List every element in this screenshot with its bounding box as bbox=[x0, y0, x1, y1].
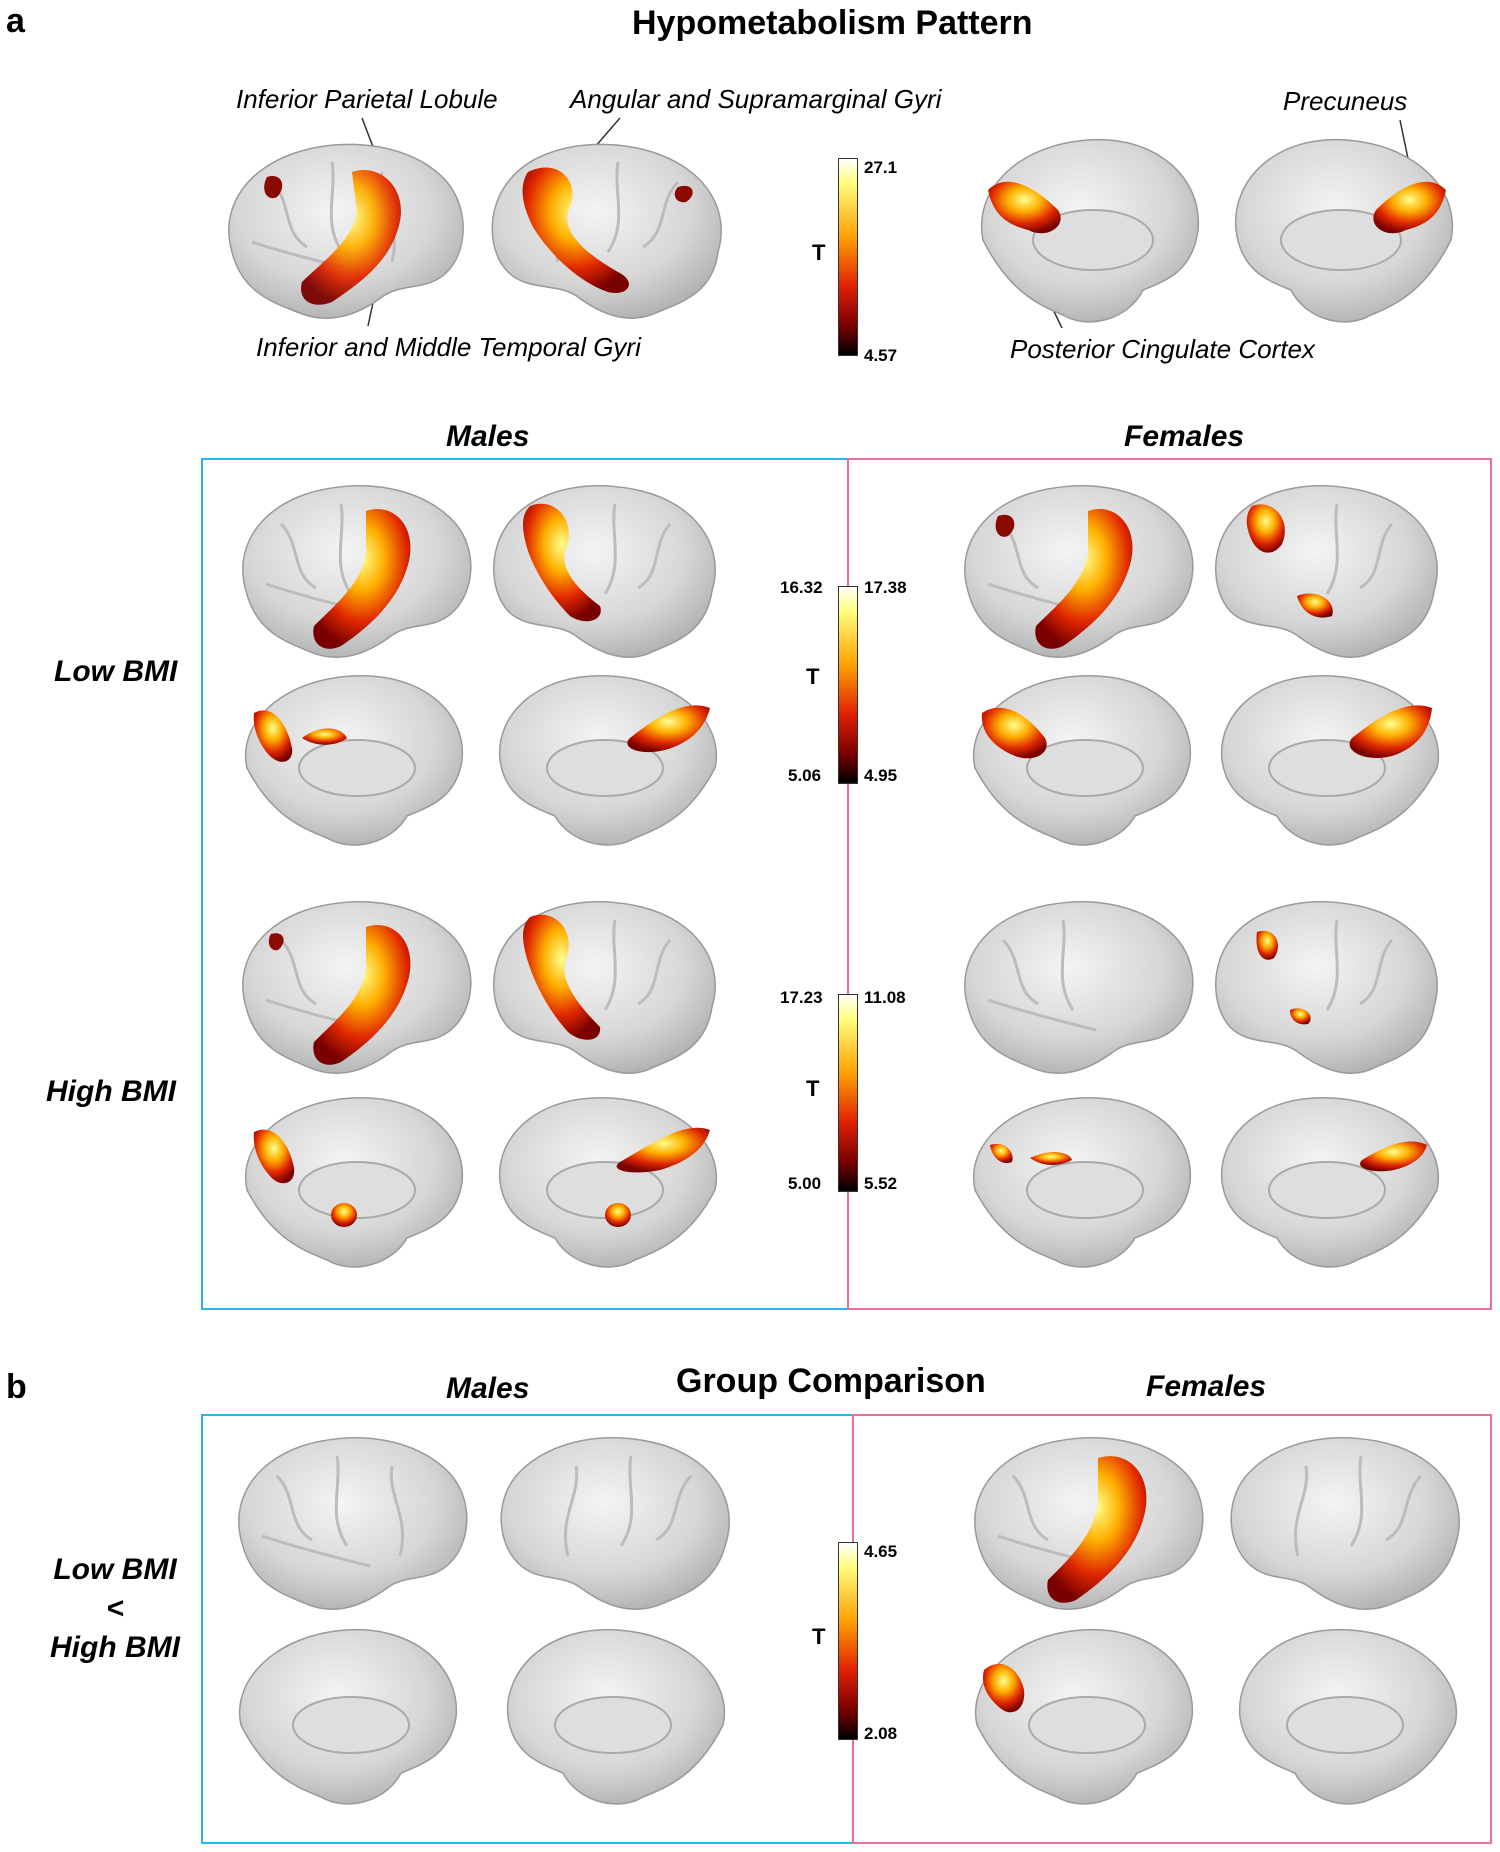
brain-males-low-medial-right bbox=[498, 675, 718, 846]
label-posterior-cingulate-cortex: Posterior Cingulate Cortex bbox=[1010, 334, 1315, 364]
label-inferior-middle-temporal-gyri: Inferior and Middle Temporal Gyri bbox=[256, 332, 641, 362]
colorbar-low-bmi bbox=[838, 586, 858, 784]
colorbar-low-right-max: 17.38 bbox=[864, 578, 907, 597]
label-precuneus: Precuneus bbox=[1283, 86, 1408, 116]
brain-females-low-medial-right bbox=[1220, 675, 1440, 846]
brain-b-females-lateral-right bbox=[1230, 1437, 1460, 1610]
colorbar-high-left-max: 17.23 bbox=[780, 988, 823, 1007]
brain-males-low-lateral-left bbox=[242, 485, 472, 658]
brain-females-high-medial-left bbox=[972, 1097, 1192, 1268]
panel-a-females-box bbox=[847, 458, 1492, 1310]
colorbar-b-label: T bbox=[812, 1624, 826, 1649]
panel-b-row-label: Low BMI < High BMI bbox=[40, 1550, 190, 1667]
brain-females-high-lateral-left bbox=[964, 901, 1194, 1074]
panel-b-title: Group Comparison bbox=[676, 1362, 986, 1400]
colorbar-low-left-min: 5.06 bbox=[788, 766, 822, 785]
brain-males-high-lateral-left bbox=[242, 901, 472, 1074]
colorbar-b-min: 2.08 bbox=[864, 1724, 898, 1743]
brain-b-females-lateral-left bbox=[974, 1437, 1204, 1610]
row-label-line1: Low BMI bbox=[53, 1553, 177, 1586]
label-inferior-parietal-lobule: Inferior Parietal Lobule bbox=[236, 84, 498, 114]
brain-males-low-medial-left bbox=[244, 675, 464, 846]
brain-b-females-medial-left bbox=[974, 1628, 1194, 1805]
brain-males-high-lateral-right bbox=[493, 901, 716, 1074]
colorbar-high-label: T bbox=[806, 1076, 820, 1101]
colorbar-high-left-min: 5.00 bbox=[788, 1174, 822, 1193]
colorbar-top bbox=[838, 158, 858, 356]
colorbar-low-label: T bbox=[806, 664, 820, 689]
colorbar-high-bmi bbox=[838, 994, 858, 1192]
brain-medial-right-top bbox=[1234, 138, 1454, 323]
panel-a-row-low-bmi: Low BMI bbox=[54, 655, 178, 688]
colorbar-panel-b bbox=[838, 1542, 858, 1740]
row-label-line2: < bbox=[106, 1592, 124, 1625]
panel-a-title: Hypometabolism Pattern bbox=[632, 4, 1033, 42]
panel-b-males-label: Males bbox=[446, 1372, 530, 1405]
panel-b-letter: b bbox=[6, 1368, 27, 1406]
brain-females-high-medial-right bbox=[1220, 1097, 1440, 1268]
brain-b-males-lateral-right bbox=[500, 1437, 730, 1610]
brain-lateral-right-top bbox=[491, 143, 722, 319]
colorbar-b-max: 4.65 bbox=[864, 1542, 898, 1561]
colorbar-low-left-max: 16.32 bbox=[780, 578, 823, 597]
panel-b-females-label: Females bbox=[1146, 1370, 1267, 1403]
panel-a-males-label: Males bbox=[446, 420, 530, 453]
brain-b-males-medial-right bbox=[506, 1628, 726, 1805]
colorbar-low-right-min: 4.95 bbox=[864, 766, 898, 785]
brain-females-low-lateral-right bbox=[1215, 485, 1438, 658]
brain-males-low-lateral-right bbox=[493, 485, 716, 658]
brain-medial-left-top bbox=[980, 138, 1200, 323]
colorbar-high-right-max: 11.08 bbox=[864, 988, 906, 1007]
brain-females-high-lateral-right bbox=[1215, 901, 1438, 1074]
colorbar-top-min: 4.57 bbox=[864, 346, 898, 365]
colorbar-high-right-min: 5.52 bbox=[864, 1174, 898, 1193]
brain-males-high-medial-left bbox=[244, 1097, 464, 1268]
panel-a-females-label: Females bbox=[1124, 420, 1245, 453]
brain-b-males-lateral-left bbox=[238, 1437, 468, 1610]
label-angular-supramarginal-gyri: Angular and Supramarginal Gyri bbox=[570, 84, 942, 114]
colorbar-top-max: 27.1 bbox=[864, 158, 898, 177]
brain-males-high-medial-right bbox=[498, 1097, 718, 1268]
brain-females-low-lateral-left bbox=[964, 485, 1194, 658]
colorbar-top-label: T bbox=[812, 240, 826, 265]
row-label-line3: High BMI bbox=[50, 1631, 180, 1664]
brain-lateral-left-top bbox=[228, 143, 464, 319]
panel-a-letter: a bbox=[6, 2, 25, 40]
brain-b-females-medial-right bbox=[1238, 1628, 1458, 1805]
panel-a-row-high-bmi: High BMI bbox=[46, 1075, 176, 1108]
brain-b-males-medial-left bbox=[238, 1628, 458, 1805]
brain-females-low-medial-left bbox=[972, 675, 1192, 846]
